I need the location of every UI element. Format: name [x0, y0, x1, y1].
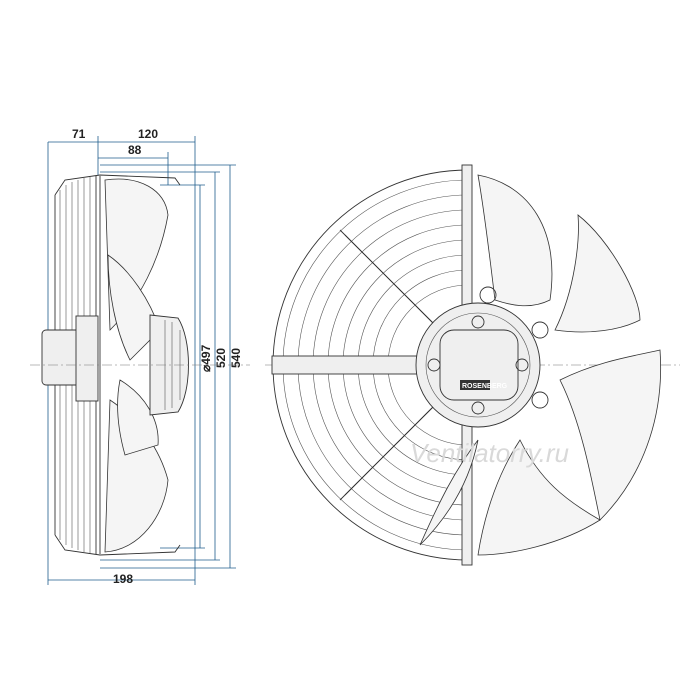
dim-label-520: 520	[214, 348, 228, 368]
mount-bolt-bottom	[471, 401, 485, 415]
hub-boss-1	[479, 286, 497, 304]
mount-bolt-top	[471, 315, 485, 329]
motor-body	[41, 329, 81, 386]
rotor-hub-inner	[425, 312, 531, 418]
guard-bottom-outline	[54, 534, 181, 556]
hub-boss-3	[531, 391, 549, 409]
blade-front-3	[559, 349, 662, 521]
brand-label-plate	[460, 380, 490, 390]
brand-label: ROSENBERG	[462, 383, 508, 390]
motor-flange	[75, 315, 99, 402]
blade-front-5	[419, 439, 479, 546]
dim-label-198: 198	[113, 572, 133, 586]
blade-front-1	[477, 174, 553, 307]
front-view: ROSENBERG	[265, 164, 680, 566]
dim-label-88: 88	[128, 143, 142, 157]
blade-front-4	[477, 439, 601, 556]
dim-label-540: 540	[229, 348, 243, 368]
guard-strut-lower-2	[344, 394, 446, 496]
dim-label-71: 71	[72, 127, 86, 141]
guard-top-outline	[54, 174, 181, 196]
mount-bolt-left	[427, 358, 441, 372]
guard-strut-upper-2	[344, 234, 446, 336]
side-view: 71 120 88 198 ⌀497 520 540	[30, 127, 250, 586]
mount-bolt-right	[515, 358, 529, 372]
blade-front-2	[554, 214, 641, 333]
watermark-text: Ventilatorry.ru	[410, 438, 569, 468]
blade-side-2	[107, 254, 161, 361]
dim-label-497: ⌀497	[199, 344, 213, 372]
hub-boss-2	[531, 321, 549, 339]
dim-label-120: 120	[138, 127, 158, 141]
blade-side-4	[117, 379, 159, 456]
